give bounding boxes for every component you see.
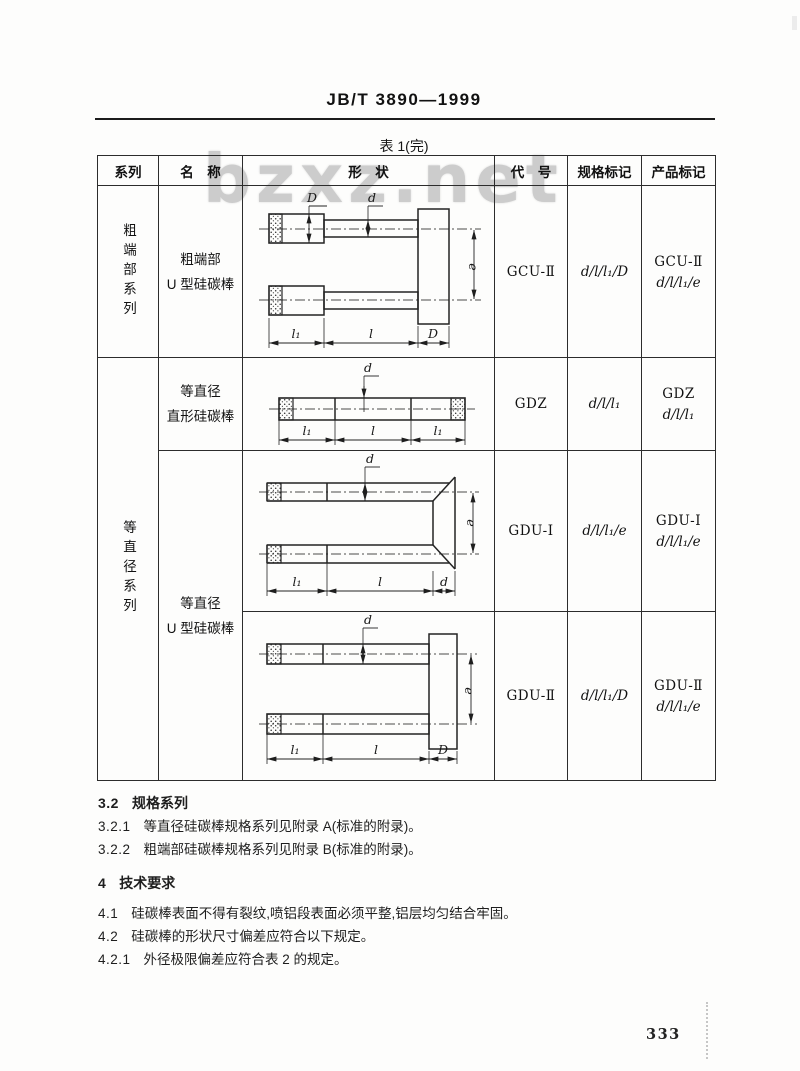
- dim-label-l1: l₁: [433, 423, 442, 438]
- column-header-name: 名 称: [158, 155, 243, 186]
- name-line: 粗端部: [180, 251, 221, 267]
- dim-label-e: e: [464, 519, 479, 526]
- dim-label-d: d: [364, 360, 372, 375]
- shape-cell: D d e l₁ l D: [242, 185, 495, 358]
- dim-label-l1: l₁: [292, 574, 301, 589]
- table-row: d e l₁ l D GDU-Ⅱ d/l/l₁/D GDU: [98, 611, 716, 781]
- product-mark-cell: GDZ d/l/l₁: [641, 357, 716, 451]
- dim-label-D: D: [437, 742, 448, 757]
- shape-cell: d l₁ l l₁: [242, 357, 495, 451]
- column-header-product: 产品标记: [641, 155, 716, 186]
- code-cell: GCU-Ⅱ: [494, 185, 568, 358]
- spec-mark-cell: d/l/l₁: [567, 357, 642, 451]
- sprayed-end: [266, 643, 282, 665]
- spec-mark-cell: d/l/l₁/e: [567, 450, 642, 612]
- table-row: 等直径系列 等直径 直形硅碳棒 d: [97, 357, 716, 781]
- product-mark-cell: GDU-Ⅰ d/l/l₁/e: [641, 450, 716, 612]
- header-row: 系列 名 称 形 状 代 号 规格标记 产品标记: [97, 155, 716, 186]
- series-cell: 等直径系列: [97, 357, 159, 781]
- sprayed-end: [450, 397, 466, 421]
- scan-artifact-dotted-line: [706, 1002, 708, 1059]
- shape-cell: d e l₁ l D: [242, 611, 495, 781]
- drawing-gdz: d l₁ l l₁: [269, 360, 475, 445]
- name-line: 等直径: [180, 595, 221, 611]
- code-cell: GDZ: [494, 357, 568, 451]
- scan-artifact-smudge: [792, 16, 797, 30]
- dim-label-l: l: [371, 423, 375, 438]
- sprayed-end: [266, 482, 282, 502]
- dim-label-l1: l₁: [291, 326, 300, 341]
- table-title: 表 1(完): [379, 138, 429, 154]
- product-mark-cell: GDU-Ⅱ d/l/l₁/e: [641, 611, 716, 781]
- dim-label-d: d: [366, 451, 374, 466]
- series-label: 等直径系列: [121, 520, 136, 618]
- dim-label-l: l: [369, 326, 373, 341]
- dim-label-D: D: [427, 326, 438, 341]
- header-rule: [95, 118, 715, 121]
- dim-label-l1: l₁: [290, 742, 299, 757]
- standard-code: JB/T 3890—1999: [326, 90, 482, 109]
- sprayed-end: [278, 397, 294, 421]
- column-header-shape: 形 状: [242, 155, 495, 186]
- shape-cell: d e l₁ l d: [242, 450, 495, 612]
- name-cell: 等直径 U 型硅碳棒: [158, 450, 243, 781]
- dim-label-d: d: [368, 190, 376, 205]
- drawing-gcu-type2: D d e l₁ l D: [259, 190, 481, 348]
- drawing-gdu-type2: d e l₁ l D: [259, 612, 477, 764]
- spec-mark-cell: d/l/l₁/D: [567, 185, 642, 358]
- classification-table: 系列 名 称 形 状 代 号 规格标记 产品标记 粗端部系列 粗端部 U 型硅碳…: [97, 155, 716, 781]
- series-label: 粗端部系列: [121, 222, 136, 321]
- name-line: U 型硅碳棒: [166, 620, 235, 636]
- column-header-spec: 规格标记: [567, 155, 642, 186]
- spec-mark-cell: d/l/l₁/D: [567, 611, 642, 781]
- column-header-series: 系列: [97, 155, 159, 186]
- dim-label-e: e: [462, 687, 477, 694]
- sprayed-end: [268, 285, 283, 316]
- dim-label-d: d: [440, 574, 448, 589]
- name-line: U 型硅碳棒: [166, 276, 235, 292]
- dim-label-l: l: [374, 742, 378, 757]
- name-cell: 粗端部 U 型硅碳棒: [158, 185, 243, 358]
- dim-label-D: D: [306, 190, 317, 205]
- name-line: 等直径: [180, 384, 221, 399]
- dim-label-l: l: [378, 574, 382, 589]
- name-line: 直形硅碳棒: [166, 409, 235, 424]
- name-cell: 等直径 直形硅碳棒: [158, 357, 243, 451]
- table-row: 等直径 U 型硅碳棒: [98, 450, 716, 781]
- series-cell: 粗端部系列: [97, 185, 159, 358]
- code-cell: GDU-Ⅱ: [494, 611, 568, 781]
- table-row: 粗端部系列 粗端部 U 型硅碳棒: [97, 185, 716, 358]
- product-mark-cell: GCU-Ⅱ d/l/l₁/e: [641, 185, 716, 358]
- page-number: 333: [646, 1026, 681, 1043]
- sprayed-end: [268, 213, 283, 244]
- dim-label-e: e: [466, 263, 481, 270]
- sprayed-end: [266, 713, 282, 735]
- code-cell: GDU-Ⅰ: [494, 450, 568, 612]
- column-header-code: 代 号: [494, 155, 568, 186]
- dim-label-d: d: [364, 612, 372, 627]
- sprayed-end: [266, 544, 282, 564]
- drawing-gdu-type1: d e l₁ l d: [259, 451, 479, 596]
- dim-label-l1: l₁: [302, 423, 311, 438]
